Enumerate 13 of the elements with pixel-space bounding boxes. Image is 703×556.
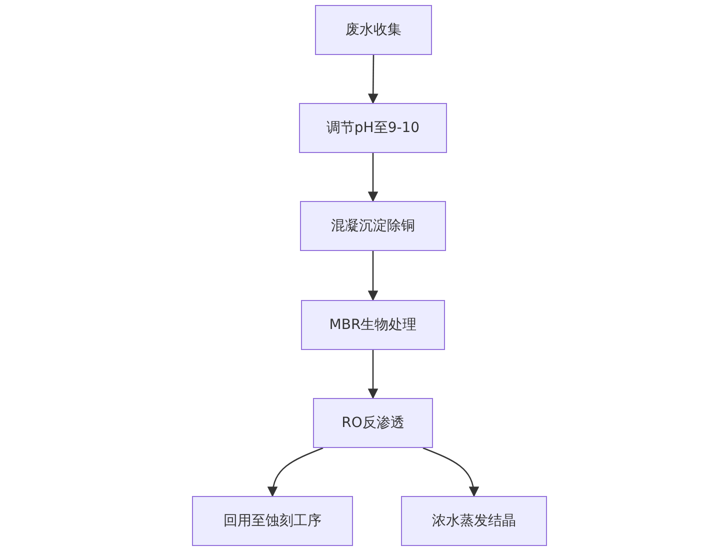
process-box: 废水收集: [315, 5, 432, 55]
arrow: [422, 447, 479, 498]
arrow: [368, 55, 378, 104]
process-box: 混凝沉淀除铜: [300, 201, 446, 251]
process-box: MBR生物处理: [301, 300, 445, 350]
arrow: [268, 447, 324, 498]
arrow: [368, 251, 378, 302]
arrow: [368, 153, 378, 202]
arrow: [368, 350, 378, 400]
process-box: 调节pH至9-10: [299, 103, 447, 153]
process-box: 回用至蚀刻工序: [192, 496, 353, 546]
process-box: RO反渗透: [313, 398, 433, 448]
process-box: 浓水蒸发结晶: [401, 496, 547, 546]
